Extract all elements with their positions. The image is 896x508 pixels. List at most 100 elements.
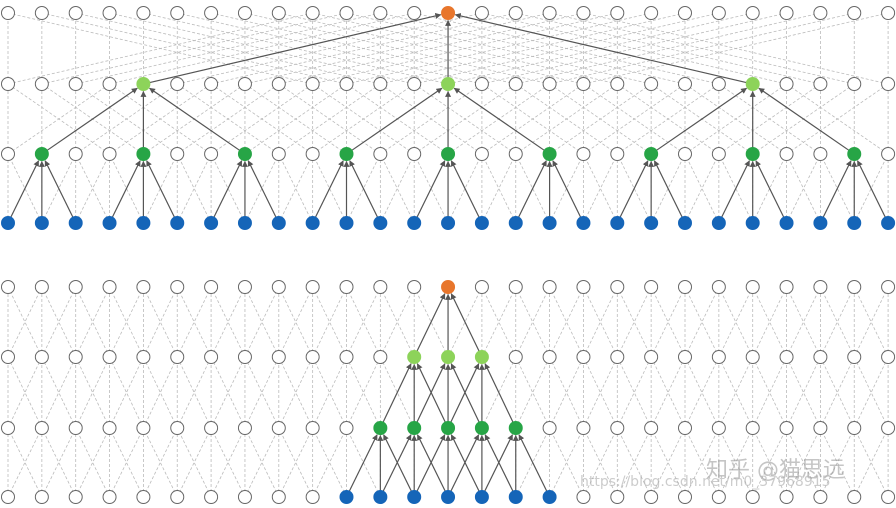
connection-active: [146, 160, 175, 218]
connection-dashed: [583, 153, 618, 224]
connection-dashed: [752, 356, 787, 429]
connection-dashed: [820, 356, 855, 429]
inactive-node: [711, 147, 726, 161]
connection-dashed: [244, 427, 280, 498]
connection-dashed: [853, 356, 889, 429]
inactive-node: [102, 147, 117, 161]
inactive-node: [576, 147, 591, 161]
connection-active: [450, 363, 480, 423]
connection-dashed: [515, 83, 618, 155]
connection-dashed: [210, 427, 246, 498]
connection-dashed: [143, 356, 178, 429]
connection-dashed: [853, 427, 889, 498]
inactive-node: [373, 147, 388, 161]
connection-dashed: [414, 12, 719, 85]
inactive-node: [204, 6, 219, 20]
connection-dashed: [718, 427, 754, 498]
inactive-node: [644, 77, 659, 91]
connection-dashed: [210, 83, 313, 155]
inactive-node: [204, 350, 219, 364]
inactive-node: [34, 77, 49, 91]
connection-active: [314, 160, 344, 218]
connection-dashed: [210, 153, 246, 224]
inactive-node: [102, 6, 117, 20]
inactive-node: [305, 350, 320, 364]
inactive-node: [237, 280, 252, 294]
connection-dashed: [447, 286, 483, 358]
inactive-node: [305, 6, 320, 20]
hidden-node: [508, 421, 523, 435]
connection-active: [213, 160, 243, 218]
inactive-node: [407, 147, 422, 161]
connection-dashed: [278, 356, 314, 429]
input-node: [644, 216, 659, 230]
inactive-node: [1, 350, 15, 364]
inactive-node: [373, 77, 388, 91]
connection-dashed: [244, 153, 280, 224]
connection-dashed: [176, 427, 212, 498]
connection-dashed: [853, 153, 889, 224]
connection-dashed: [481, 286, 517, 358]
connection-dashed: [583, 12, 889, 85]
inactive-node: [1, 77, 15, 91]
inactive-node: [237, 350, 252, 364]
inactive-node: [407, 77, 422, 91]
connection-active: [619, 160, 649, 218]
connection-dashed: [515, 356, 550, 429]
inactive-node: [678, 280, 692, 294]
input-node: [610, 216, 625, 230]
connection-dashed: [176, 153, 212, 224]
inactive-node: [204, 147, 219, 161]
inactive-node: [474, 147, 489, 161]
inactive-node: [305, 490, 320, 504]
connection-dashed: [786, 356, 821, 429]
connection-active: [518, 160, 547, 218]
connection-dashed: [312, 356, 347, 429]
input-node: [305, 216, 320, 230]
connection-dashed: [176, 153, 212, 224]
connection-dashed: [210, 356, 246, 429]
connection-dashed: [786, 427, 821, 498]
connection-dashed: [278, 83, 381, 155]
connection-dashed: [143, 286, 178, 358]
connection-dashed: [617, 83, 720, 155]
connection-dashed: [7, 12, 313, 85]
connection-dashed: [176, 286, 212, 358]
connection-dashed: [616, 153, 652, 224]
connection-dashed: [75, 427, 110, 498]
connection-dashed: [41, 12, 347, 85]
connection-dashed: [346, 153, 381, 224]
connection-dashed: [143, 286, 178, 358]
connection-dashed: [752, 286, 787, 358]
input-node: [237, 216, 252, 230]
output-node: [441, 280, 456, 294]
inactive-node: [68, 147, 83, 161]
inactive-node: [68, 490, 83, 504]
connection-active: [484, 434, 513, 492]
connection-dashed: [7, 286, 43, 358]
connection-dashed: [7, 286, 43, 358]
connection-dashed: [820, 286, 855, 358]
connection-dashed: [616, 286, 652, 358]
input-node: [542, 490, 557, 504]
inactive-node: [881, 421, 896, 435]
connection-dashed: [549, 427, 584, 498]
connection-active: [416, 293, 446, 352]
connection-dashed: [109, 286, 144, 358]
connection-dashed: [752, 427, 787, 498]
connection-dashed: [684, 286, 720, 358]
inactive-node: [204, 490, 219, 504]
inactive-node: [576, 421, 591, 435]
hidden-node: [34, 147, 49, 161]
connection-dashed: [143, 356, 178, 429]
connection-dashed: [684, 153, 720, 224]
inactive-node: [576, 280, 591, 294]
inactive-node: [271, 147, 286, 161]
inactive-node: [407, 6, 422, 20]
connection-active: [349, 160, 379, 218]
connection-dashed: [75, 427, 110, 498]
inactive-node: [678, 490, 692, 504]
inactive-node: [373, 350, 388, 364]
inactive-node: [779, 6, 794, 20]
